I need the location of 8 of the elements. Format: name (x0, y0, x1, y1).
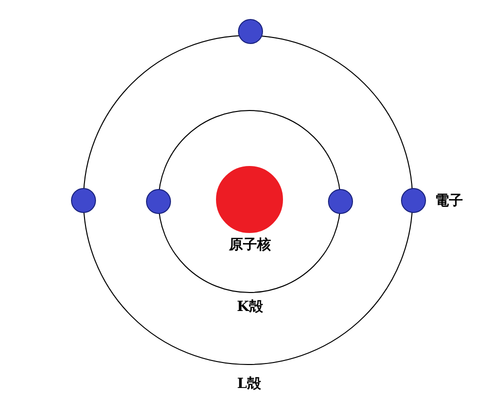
nucleus-label: 原子核 (229, 237, 271, 253)
electron-circle (146, 189, 171, 214)
shell-label: L殻 (237, 376, 261, 392)
electron-circle (328, 189, 353, 214)
electron-circle (71, 188, 96, 213)
shell-label: K殻 (236, 299, 264, 315)
electron-circle (238, 19, 263, 44)
electron-label: 電子 (435, 192, 463, 208)
